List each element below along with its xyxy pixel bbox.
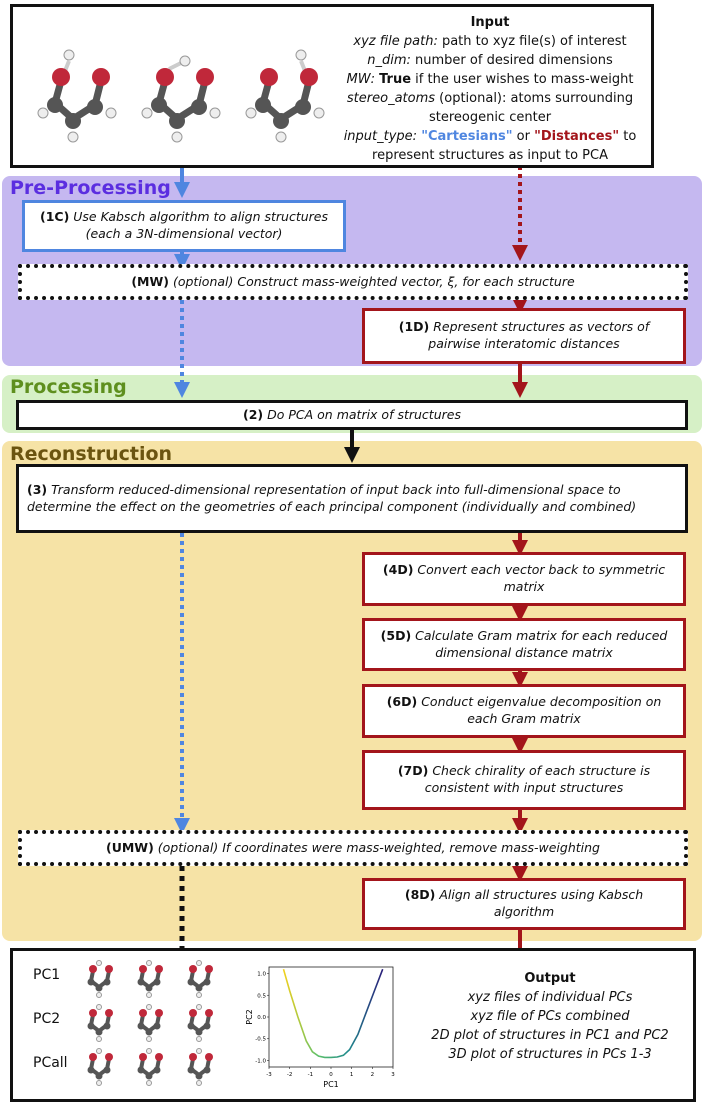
input-line-ndim: n_dim: number of desired dimensions [367,53,613,68]
input-molecules-image [37,49,325,143]
molecule-2 [141,55,221,143]
preprocessing-title: Pre-Processing [10,177,171,199]
y-axis-label: PC2 [245,1009,254,1025]
reconstruction-title: Reconstruction [10,443,173,465]
input-line-type-2: represent structures as input to PCA [372,148,608,163]
step-5d-box: (5D) Calculate Gram matrix for each redu… [362,618,686,671]
input-line-xyz: xyz file path: path to xyz file(s) of in… [353,34,627,49]
y-tick-label-0: 1.0 [257,972,266,978]
output-molecules-image [85,958,215,1088]
output-box: PC1 PC2 PCall [10,948,696,1102]
output-line-3: 2D plot of structures in PC1 and PC2 [431,1028,669,1043]
processing-title: Processing [10,376,127,398]
output-row-label-pcall: PCall [33,1055,68,1071]
x-tick-label-5: 2 [371,1072,375,1078]
x-tick-label-3: 0 [329,1072,333,1078]
step-1c-box: (1C) Use Kabsch algorithm to align struc… [22,200,346,252]
input-text: Input xyz file path: path to xyz file(s)… [331,13,649,165]
output-title: Output [524,971,576,986]
step-2-box: (2) Do PCA on matrix of structures [16,400,688,430]
molecule-1 [37,49,117,143]
output-row-label-pc1: PC1 [33,967,61,983]
x-tick-label-4: 1 [350,1072,354,1078]
x-tick-label-0: -3 [266,1072,272,1078]
step-1d-box: (1D) Represent structures as vectors of … [362,308,686,364]
x-axis-label: PC1 [323,1080,339,1089]
pc-trajectory-line [282,968,384,1059]
step-umw-box: (UMW) (optional) If coordinates were mas… [18,830,688,866]
input-title: Input [470,15,510,30]
x-tick-label-6: 3 [391,1072,395,1078]
input-line-type: input_type: "Cartesians" or "Distances" … [343,129,637,144]
step-4d-box: (4D) Convert each vector back to symmetr… [362,552,686,606]
output-line-4: 3D plot of structures in PCs 1-3 [448,1047,652,1062]
output-row-label-pc2: PC2 [33,1011,61,1027]
x-tick-label-2: -1 [308,1072,313,1078]
input-line-stereo: stereo_atoms (optional): atoms surroundi… [346,91,634,106]
mini-molecule [87,960,113,998]
output-line-1: xyz files of individual PCs [467,990,633,1005]
y-tick-label-1: 0.5 [257,993,266,999]
molecule-3 [245,49,325,143]
x-tick-label-1: -2 [287,1072,292,1078]
input-box: Input xyz file path: path to xyz file(s)… [10,4,654,168]
step-3-box: (3) Transform reduced-dimensional repres… [16,464,688,533]
step-7d-box: (7D) Check chirality of each structure i… [362,750,686,810]
step-6d-box: (6D) Conduct eigenvalue decomposition on… [362,684,686,738]
output-text: Output xyz files of individual PCs xyz f… [405,969,695,1064]
y-tick-label-2: 0.0 [257,1015,266,1021]
step-mw-box: (MW) (optional) Construct mass-weighted … [18,264,688,300]
y-tick-label-4: -1.0 [255,1058,266,1064]
output-line-2: xyz file of PCs combined [470,1009,630,1024]
y-tick-label-3: -0.5 [255,1037,266,1043]
pc1-pc2-plot: -3 -2 -1 0 1 2 3 1.0 0.5 0.0 -0.5 -1.0 PC1 PC2 [245,966,395,1089]
input-line-mw: MW: True if the user wishes to mass-weig… [346,72,634,87]
input-line-stereo-2: stereogenic center [428,110,552,125]
step-8d-box: (8D) Align all structures using Kabsch a… [362,878,686,930]
